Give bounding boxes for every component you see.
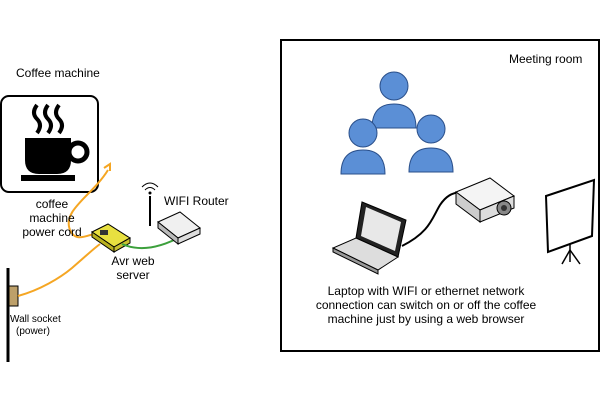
people-group-icon [340, 71, 454, 175]
coffee-machine-title: Coffee machine [16, 66, 100, 80]
power-cord-wall [17, 243, 101, 297]
wifi-router-icon [141, 182, 201, 246]
meeting-room-description: Laptop with WIFI or ethernet network con… [315, 284, 537, 326]
power-cord-label: coffee machine power cord [22, 197, 82, 239]
person-icon [371, 71, 417, 129]
person-icon [340, 118, 386, 175]
avr-board-icon [91, 223, 131, 253]
laptop-icon [331, 201, 407, 275]
avr-server-label: Avr web server [111, 254, 155, 282]
projector-icon [454, 177, 516, 223]
wall-socket-icon [8, 285, 19, 307]
router-label: WIFI Router [164, 194, 229, 208]
meeting-room-title: Meeting room [509, 52, 583, 66]
wall-socket-label: Wall socket (power) [10, 314, 61, 337]
coffee-cup-icon [0, 95, 99, 193]
projection-screen-icon [544, 178, 596, 265]
person-icon [408, 114, 454, 173]
meeting-room-frame [280, 39, 600, 352]
laptop-projector-cable [401, 191, 461, 247]
power-cord-coffee-arrow [103, 162, 111, 171]
